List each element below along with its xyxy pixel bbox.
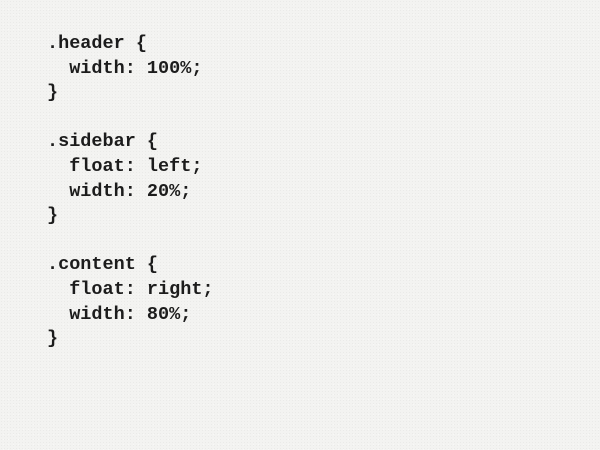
header-rule-selector: .header { <box>47 33 147 54</box>
sidebar-float-declaration: float: left; <box>47 155 203 177</box>
content-rule-selector: .content { <box>47 254 159 276</box>
sidebar-width-declaration: width: 20%; <box>47 180 192 202</box>
header-rule-close: } <box>47 82 59 104</box>
content-float-declaration: float: right; <box>47 278 214 300</box>
content-width-declaration: width: 80%; <box>47 303 192 325</box>
content-rule-close: } <box>47 328 59 350</box>
header-width-declaration: width: 100%; <box>47 57 203 79</box>
blank-line <box>47 106 214 131</box>
sidebar-rule-close: } <box>47 205 59 227</box>
css-code-block: .header { width: 100%; } .sidebar { floa… <box>47 32 214 352</box>
sidebar-rule-selector: .sidebar { <box>47 131 159 153</box>
blank-line <box>47 229 214 254</box>
